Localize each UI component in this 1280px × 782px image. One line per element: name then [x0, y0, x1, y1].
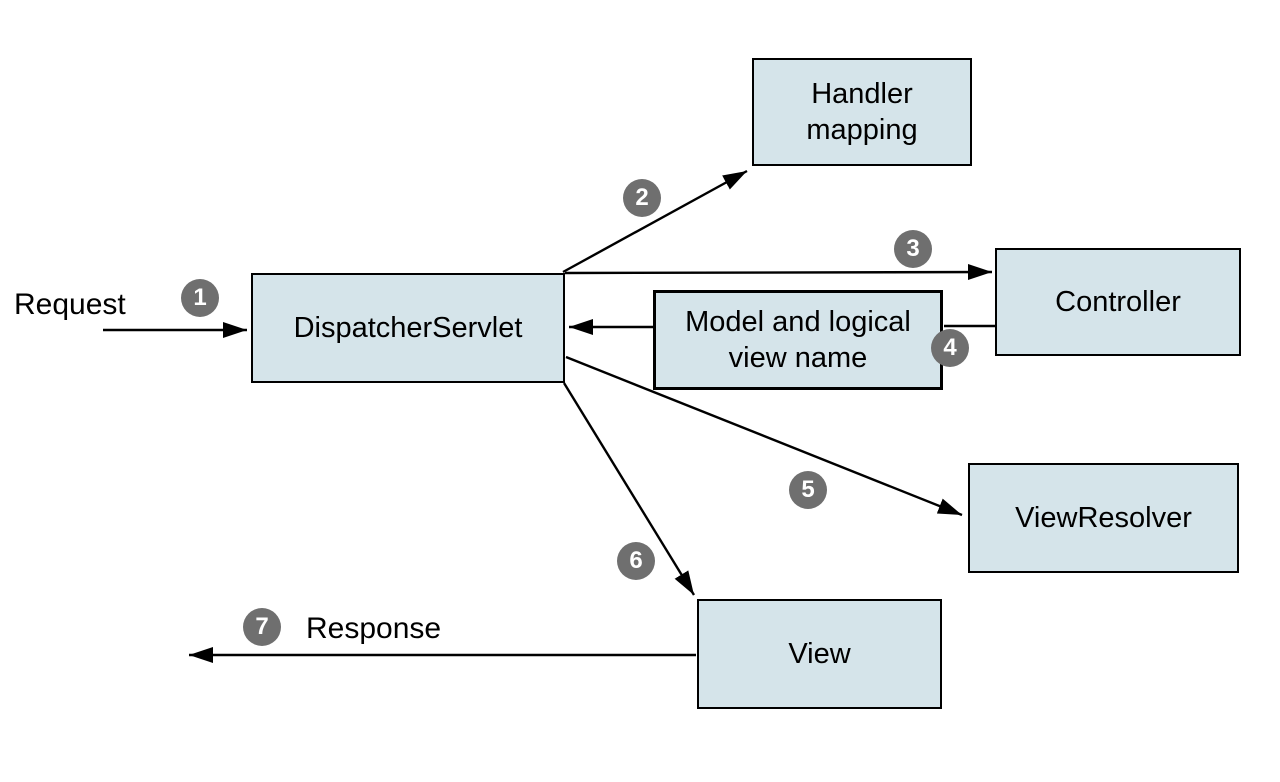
node-view: View: [697, 599, 942, 709]
arrow-view: [562, 382, 696, 596]
step-3-badge: 3: [894, 230, 932, 268]
step-2-badge: 2: [623, 179, 661, 217]
request-label: Request: [14, 288, 126, 321]
step-7-badge: 7: [243, 608, 281, 646]
step-1-badge: 1: [181, 279, 219, 317]
node-view-resolver: ViewResolver: [968, 463, 1239, 573]
node-controller: Controller: [995, 248, 1241, 356]
arrow-view-resolver: [565, 355, 963, 517]
node-model-and-logical-view-name: Model and logical view name: [653, 290, 943, 390]
node-handler-mapping: Handler mapping: [752, 58, 972, 166]
step-5-badge: 5: [789, 471, 827, 509]
arrow-handler-mapping: [562, 169, 748, 274]
step-6-badge: 6: [617, 542, 655, 580]
arrow-controller: [564, 264, 993, 281]
node-dispatcher-servlet: DispatcherServlet: [251, 273, 565, 383]
step-4-badge: 4: [931, 329, 969, 367]
response-label: Response: [306, 612, 442, 645]
